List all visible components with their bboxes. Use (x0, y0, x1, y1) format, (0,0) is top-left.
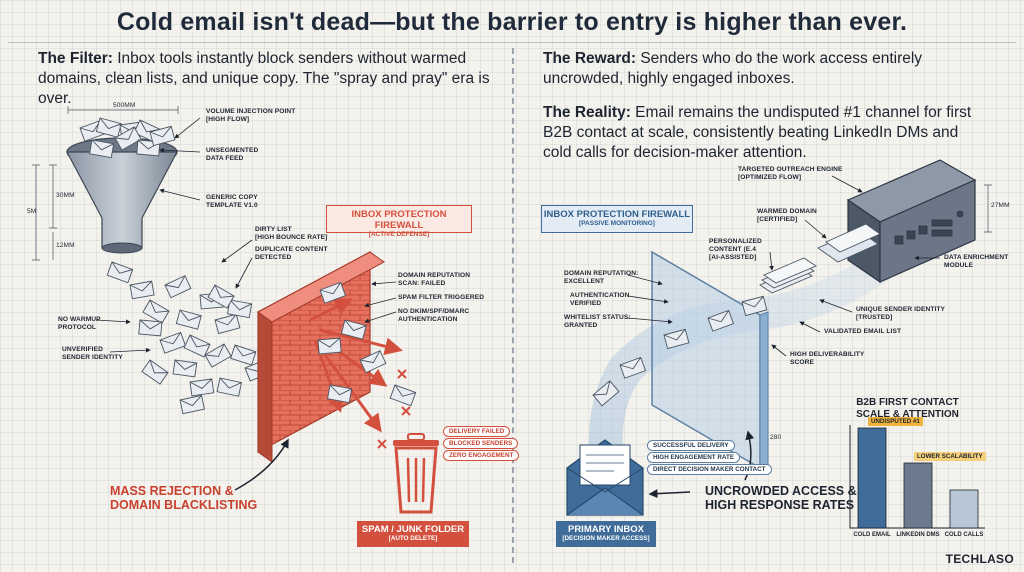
pill-zero-engagement: Zero engagement (443, 450, 520, 461)
firewall-active-sub: [ACTIVE DEFENSE] (368, 231, 430, 238)
bar-cold-calls (949, 489, 979, 529)
label-unverified: Unverifiedsender identity (62, 346, 123, 361)
label-dkim: No DKIM/SPF/DMARCauthentication (398, 308, 470, 323)
leader-lines-left (95, 117, 397, 353)
label-dirty: Dirty list[High bounce rate] (255, 226, 328, 241)
reality-text: Email remains the undisputed #1 channel … (543, 104, 972, 161)
delivery-stream (588, 228, 925, 505)
firewall-passive-title: INBOX PROTECTION FIREWALL (543, 209, 691, 220)
label-spam-filter: Spam filter triggered (398, 294, 485, 301)
filter-text: Inbox tools instantly block senders with… (38, 50, 490, 107)
label-personalized: Personalizedcontent (E.4[AI-Assisted] (709, 238, 762, 261)
reward-paragraph: The Reward: Senders who do the work acce… (543, 49, 1003, 89)
bar-cold-email (857, 427, 887, 529)
spam-folder-box: SPAM / JUNK FOLDER [AUTO DELETE] (357, 521, 469, 547)
dimension-lines (32, 106, 179, 261)
bar-annotation: Undisputed #1 (868, 417, 923, 426)
reward-text: Senders who do the work access entirely … (543, 50, 923, 87)
pill-high-engagement: High engagement rate (647, 452, 741, 463)
x-tick-label: Cold calls (944, 532, 984, 538)
label-duplicate: Duplicate contentdetected (255, 246, 328, 261)
x-tick-label: LinkedIn DMs (896, 532, 940, 538)
label-unique: Unique sender identity[Trusted] (856, 306, 946, 321)
dim-wall: 280 (770, 434, 782, 441)
firewall-active-box: INBOX PROTECTION FIREWALL [ACTIVE DEFENS… (326, 205, 472, 238)
trash-can (393, 433, 439, 514)
envelope-pile (106, 261, 272, 415)
chart-title: B2B First contact scale & attention (856, 397, 959, 420)
firewall-active-title: INBOX PROTECTION FIREWALL (351, 209, 447, 231)
label-volume: Volume injection point[High flow] (206, 108, 296, 123)
pill-successful-delivery: Successful delivery (647, 440, 735, 451)
callout-arrow-left (234, 438, 289, 491)
label-domain-rep-failed: Domain reputationscan: failed (398, 272, 471, 287)
filter-heading: The Filter: (38, 50, 113, 67)
dim-2: 30mm (56, 192, 75, 199)
spam-folder-sub: [AUTO DELETE] (388, 535, 438, 542)
label-domain-rep-excellent: Domain reputation:excellent (564, 270, 639, 285)
reward-heading: The Reward: (543, 50, 637, 67)
primary-inbox-sub: [DECISION MAKER ACCESS] (562, 535, 650, 542)
filter-paragraph: The Filter: Inbox tools instantly block … (38, 49, 506, 109)
label-generic: Generic copytemplate v1.0 (206, 194, 258, 209)
dim-1: 5M (27, 208, 37, 215)
label-deliverability: High deliverabilityscore (790, 351, 865, 366)
label-data-enrichment: Data enrichmentmodule (944, 254, 1009, 269)
spam-folder-title: SPAM / JUNK FOLDER (361, 524, 465, 535)
firewall-passive-sub: [PASSIVE MONITORING] (579, 220, 655, 227)
inbox-envelope (566, 439, 644, 516)
center-divider (512, 48, 514, 563)
label-unsegmented: Unsegmenteddata feed (206, 147, 259, 162)
label-no-warmup: No warmupprotocol (58, 316, 101, 331)
pill-delivery-failed: Delivery failed (443, 426, 511, 437)
primary-inbox-title: PRIMARY INBOX (567, 524, 644, 535)
bar-annotation: Lower scalability (914, 452, 986, 461)
firewall-passive-box: INBOX PROTECTION FIREWALL [PASSIVE MONIT… (541, 205, 693, 233)
leader-lines-right (627, 175, 940, 357)
label-whitelist: Whitelist status:granted (564, 314, 631, 329)
x-tick-label: Cold email (853, 532, 891, 538)
reality-paragraph: The Reality: Email remains the undispute… (543, 103, 983, 163)
bar-chart (849, 425, 985, 529)
envelope-stack (759, 223, 881, 294)
primary-inbox-box: PRIMARY INBOX [DECISION MAKER ACCESS] (556, 521, 656, 547)
label-authentication: Authenticationverified (570, 292, 630, 307)
callout-uncrowded-access: Uncrowded access & high response rates (705, 484, 857, 512)
bar-linkedin-dms (903, 462, 933, 529)
techlaso-logo: TECHLASO (945, 552, 1014, 566)
dim-engine: 27mm (991, 202, 1010, 209)
label-engine: Targeted outreach engine[Optimized flow] (738, 166, 843, 181)
funnel (66, 137, 178, 254)
dim-3: 12mm (56, 242, 75, 249)
x-marks (377, 369, 411, 449)
label-validated: Validated email list (824, 328, 902, 335)
label-warmed: Warmed domain[Certified] (757, 208, 817, 223)
dim-top: 500mm (113, 102, 136, 109)
pill-blocked-senders: Blocked senders (443, 438, 519, 449)
reality-heading: The Reality: (543, 104, 631, 121)
callout-arrow-right (744, 430, 755, 481)
page-title: Cold email isn't dead—but the barrier to… (116, 8, 908, 36)
title-underline (8, 42, 1016, 43)
callout-mass-rejection: Mass rejection & domain blacklisting (110, 484, 258, 512)
glass-panel (651, 250, 769, 470)
pill-direct-contact: Direct decision maker contact (647, 464, 772, 475)
